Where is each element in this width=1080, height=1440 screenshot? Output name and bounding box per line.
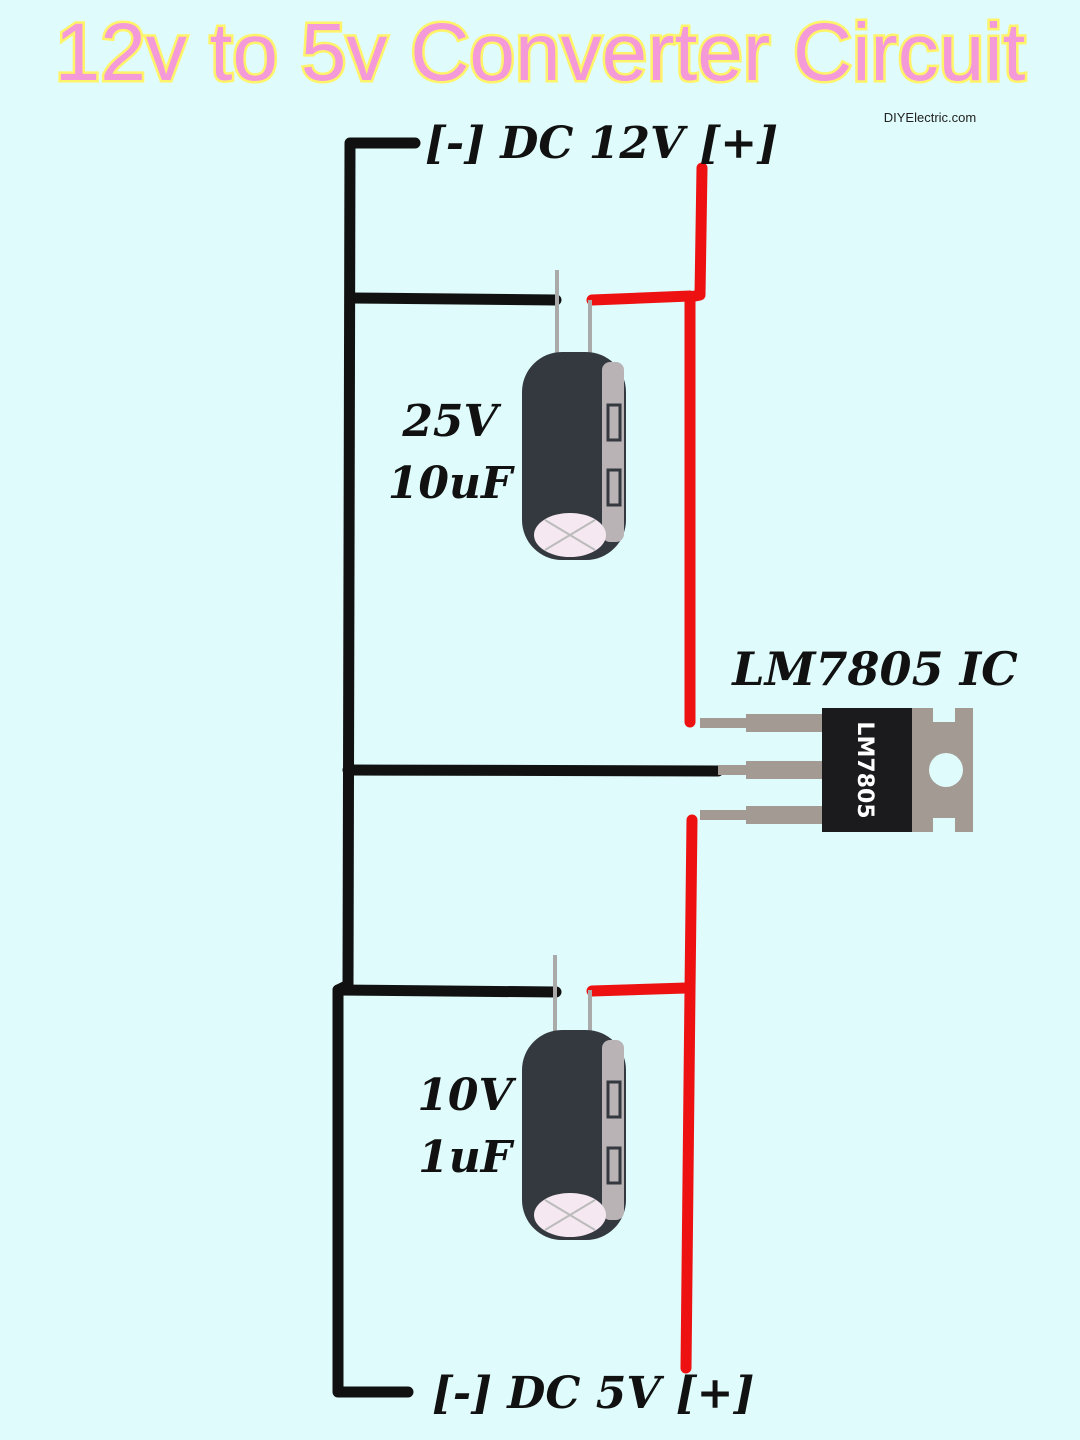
capacitor-2-capacitance: 1uF [418,1132,515,1183]
capacitor-2 [522,955,626,1240]
ground-branch-cap2 [332,984,562,998]
regulator-label: LM7805 IC [730,642,1018,696]
capacitor-1-voltage: 25V [401,396,501,447]
positive-wires [586,162,708,1374]
lm7805-regulator: LM7805 [700,708,973,832]
ic-marking: LM7805 [852,721,877,818]
ground-branch-cap1 [344,292,562,306]
capacitor-2-voltage: 10V [417,1070,516,1121]
capacitor-1 [522,270,626,560]
output-label: [-] DC 5V [+] [432,1368,754,1419]
watermark: DIYElectric.com [884,110,976,125]
output-positive-wire [680,814,698,1374]
positive-branch-cap1 [586,290,696,306]
input-label: [-] DC 12V [+] [425,118,778,169]
positive-branch-cap2 [586,982,692,997]
ground-wires [332,137,724,1398]
input-positive-wire [684,162,708,728]
page-title: 12v to 5v Converter Circuit [55,7,1026,98]
capacitor-1-capacitance: 10uF [388,458,515,509]
ground-branch-ic [342,764,724,777]
